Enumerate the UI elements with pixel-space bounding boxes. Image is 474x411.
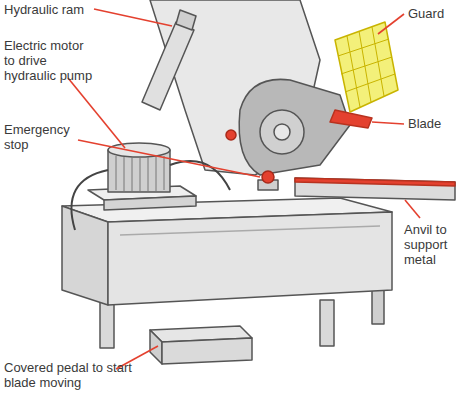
motor-fins bbox=[116, 156, 164, 191]
anvil-edge bbox=[295, 178, 455, 186]
pivot-wheel bbox=[260, 110, 304, 154]
leader-line bbox=[405, 200, 420, 218]
leader-line bbox=[372, 122, 404, 124]
part-label: Guard bbox=[408, 6, 468, 21]
panel-line bbox=[120, 226, 380, 235]
emergency-stop-button bbox=[262, 171, 274, 183]
leader-line bbox=[94, 9, 172, 26]
machine bbox=[62, 0, 455, 364]
cabinet-front bbox=[108, 212, 392, 305]
pedal-front bbox=[162, 338, 252, 364]
part-label: Covered pedal to start blade moving bbox=[4, 360, 139, 390]
leg bbox=[320, 300, 334, 346]
leader-lines bbox=[68, 9, 420, 369]
part-label: Hydraulic ram bbox=[4, 2, 114, 17]
ram-cylinder bbox=[142, 22, 194, 110]
leader-line bbox=[378, 14, 404, 34]
part-label: Electric motor to drive hydraulic pump bbox=[4, 38, 96, 83]
motor-base-front bbox=[104, 196, 196, 210]
part-label: Anvil to support metal bbox=[404, 222, 470, 267]
pivot-hub bbox=[274, 124, 290, 140]
blade bbox=[330, 110, 372, 128]
part-label: Blade bbox=[408, 116, 468, 131]
leader-line bbox=[78, 140, 260, 177]
indicator-light bbox=[226, 130, 236, 140]
shear-head bbox=[239, 79, 350, 175]
cabinet-side bbox=[62, 206, 108, 305]
leg bbox=[100, 300, 114, 348]
ram-cap bbox=[176, 10, 196, 30]
guard-mesh bbox=[338, 27, 395, 107]
leader-line bbox=[68, 78, 125, 148]
guard bbox=[335, 22, 398, 112]
hose bbox=[71, 170, 108, 230]
part-label: Emergency stop bbox=[4, 122, 84, 152]
anvil bbox=[295, 178, 455, 200]
motor-top bbox=[108, 143, 170, 157]
